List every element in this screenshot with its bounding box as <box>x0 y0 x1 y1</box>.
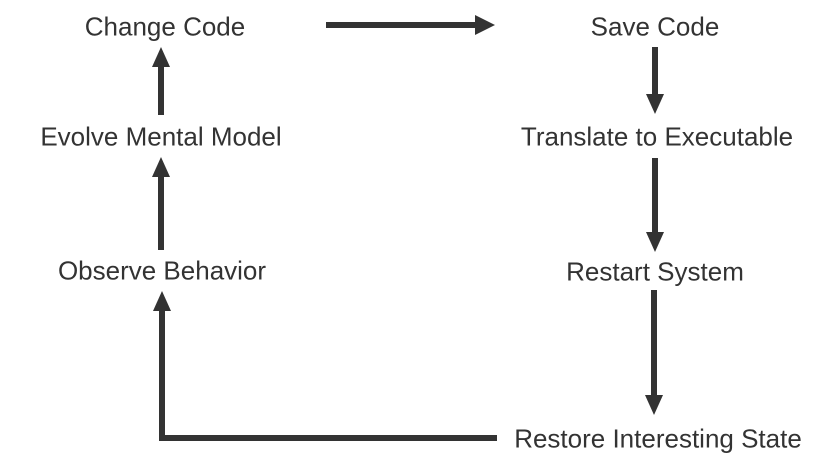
node-observe-behavior: Observe Behavior <box>57 255 267 286</box>
node-translate-to-executable: Translate to Executable <box>520 121 794 152</box>
node-restore-interesting-state: Restore Interesting State <box>514 423 802 454</box>
arrow-evolve-mental-model-to-change-code <box>152 47 170 115</box>
arrow-save-code-to-translate-to-executable <box>646 47 664 114</box>
node-change-code: Change Code <box>84 11 246 42</box>
arrow-translate-to-executable-to-restart-system <box>646 158 664 252</box>
node-restart-system: Restart System <box>566 256 744 287</box>
node-save-code: Save Code <box>590 11 720 42</box>
arrow-observe-behavior-to-evolve-mental-model <box>152 157 170 250</box>
arrow-restore-interesting-state-to-observe-behavior <box>153 291 497 441</box>
arrow-restart-system-to-restore-interesting-state <box>645 290 663 415</box>
node-evolve-mental-model: Evolve Mental Model <box>40 121 282 152</box>
arrow-change-code-to-save-code <box>326 15 495 35</box>
